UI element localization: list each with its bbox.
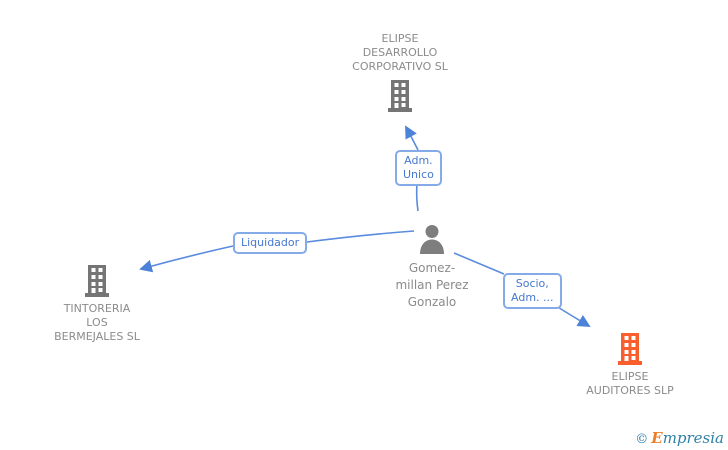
edge-label-adm-unico[interactable]: Adm. Unico bbox=[395, 150, 442, 186]
edge-label-line: Adm. ... bbox=[511, 291, 554, 304]
edge-person-to-top-upper bbox=[405, 125, 419, 151]
company-name: ELIPSE AUDITORES SLP bbox=[550, 370, 710, 398]
edge-label-socio-adm[interactable]: Socio, Adm. ... bbox=[503, 273, 562, 309]
empresia-logo[interactable]: ©Empresia bbox=[635, 429, 724, 447]
company-name-line: TINTORERIA bbox=[63, 302, 131, 315]
person-name: Gomez- millan Perez Gonzalo bbox=[352, 260, 512, 311]
edge-label-line: Unico bbox=[403, 168, 434, 181]
brand-initial: E bbox=[651, 429, 663, 447]
node-person-gomez-millan[interactable]: Gomez- millan Perez Gonzalo bbox=[352, 224, 512, 311]
edge-person-to-top-lower bbox=[415, 182, 419, 212]
brand-rest: mpresia bbox=[662, 429, 724, 447]
copyright-icon: © bbox=[635, 432, 649, 447]
company-name-line: ELIPSE bbox=[611, 370, 649, 383]
person-name-line: millan Perez bbox=[395, 278, 469, 292]
edge-label-line: Liquidador bbox=[241, 236, 300, 249]
node-company-elipse-desarrollo[interactable]: ELIPSE DESARROLLO CORPORATIVO SL bbox=[320, 32, 480, 112]
person-name-line: Gonzalo bbox=[407, 295, 457, 309]
company-name-line: ELIPSE bbox=[381, 32, 419, 45]
edge-label-line: Adm. bbox=[404, 154, 433, 167]
company-name-line: LOS bbox=[86, 316, 108, 329]
node-company-tintoreria-bermejales[interactable]: TINTORERIA LOS BERMEJALES SL bbox=[17, 265, 177, 344]
company-name-line: AUDITORES SLP bbox=[586, 384, 674, 397]
company-name: ELIPSE DESARROLLO CORPORATIVO SL bbox=[320, 32, 480, 74]
building-icon bbox=[85, 265, 109, 297]
edge-socio-to-right bbox=[555, 305, 591, 327]
building-icon bbox=[388, 80, 412, 112]
company-name-line: CORPORATIVO SL bbox=[352, 60, 448, 73]
edge-liquidador-to-left bbox=[139, 245, 234, 273]
person-icon bbox=[420, 225, 444, 254]
edge-label-liquidador[interactable]: Liquidador bbox=[233, 232, 308, 254]
company-name: TINTORERIA LOS BERMEJALES SL bbox=[17, 302, 177, 344]
person-name-line: Gomez- bbox=[408, 261, 456, 275]
company-name-line: BERMEJALES SL bbox=[54, 330, 140, 343]
edge-person-to-socio bbox=[453, 252, 505, 275]
edge-label-line: Socio, bbox=[515, 277, 549, 290]
edge-person-to-liquidador bbox=[298, 230, 415, 244]
company-name-line: DESARROLLO bbox=[362, 46, 438, 59]
building-icon bbox=[618, 333, 642, 365]
node-company-elipse-auditores[interactable]: ELIPSE AUDITORES SLP bbox=[550, 333, 710, 398]
